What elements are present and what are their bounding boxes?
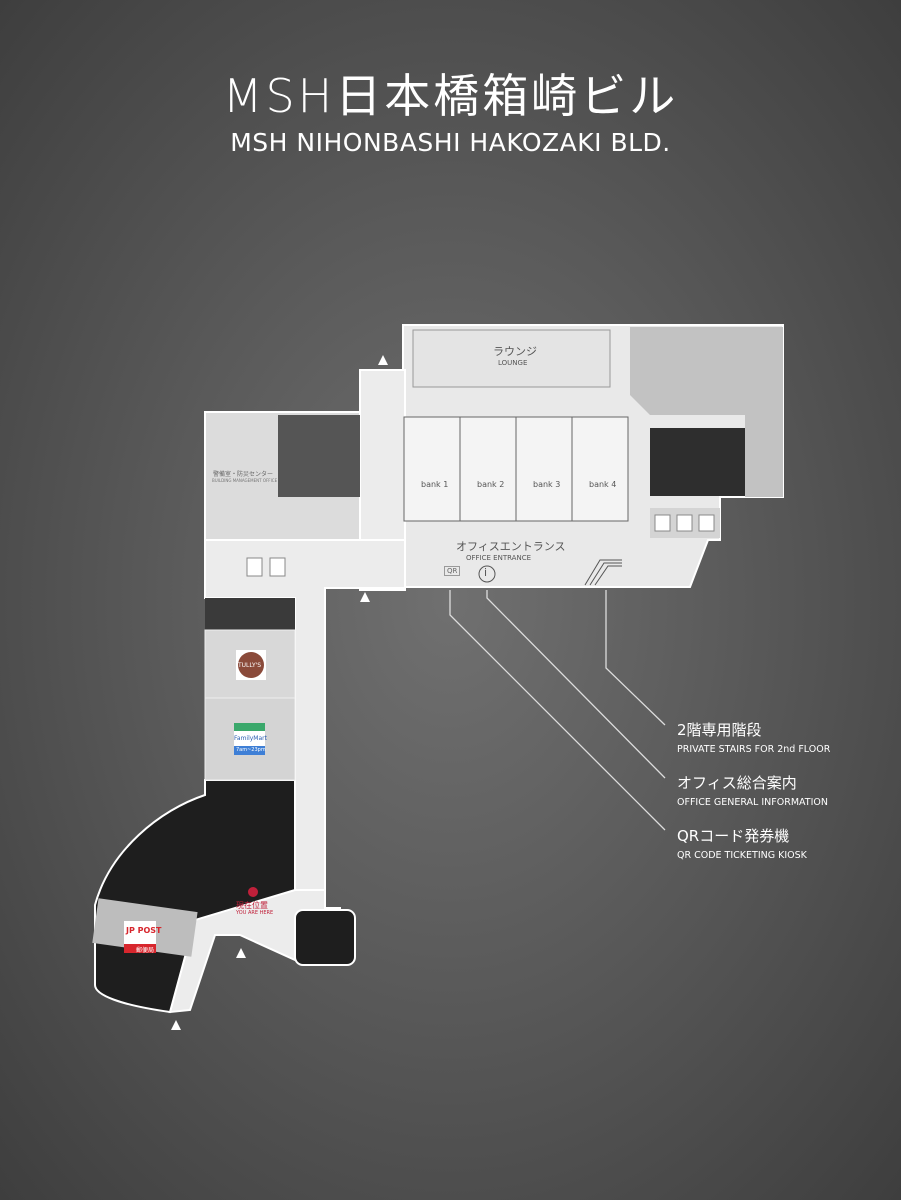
male-restroom-icon — [676, 514, 693, 532]
stairs-block — [294, 909, 356, 966]
right-gray-block — [630, 327, 783, 497]
building-title-en: MSH NIHONBASHI HAKOZAKI BLD. — [230, 128, 671, 157]
lounge-label-ja: ラウンジ — [493, 345, 537, 358]
legend-label-en: QR CODE TICKETING KIOSK — [677, 850, 807, 861]
stairs-icon — [584, 559, 622, 586]
elevator-bank-label: bank 2 — [477, 480, 505, 489]
familymart-hours: 7am~23pm — [236, 747, 266, 753]
post-office-area — [94, 779, 296, 1014]
building-title-ja: MSH日本橋箱崎ビル — [222, 69, 679, 123]
entrance-arrow-icon — [171, 1020, 181, 1030]
leader-line-stairs — [605, 590, 666, 726]
elevator-bank-label: bank 4 — [589, 480, 617, 489]
info-icon-circle — [478, 565, 496, 583]
leader-line-qr — [449, 590, 666, 831]
elevator-bank-label: bank 3 — [533, 480, 561, 489]
entrance-arrow-icon — [236, 948, 246, 958]
entrance-arrow-icon — [360, 592, 370, 602]
lounge-label-en: LOUNGE — [498, 359, 528, 367]
elevator-bank-3 — [515, 416, 573, 522]
legend-label-ja: オフィス総合案内 — [677, 774, 797, 792]
legend-label-en: OFFICE GENERAL INFORMATION — [677, 797, 828, 808]
elevator-bank-2 — [459, 416, 517, 522]
legend-label-en: PRIVATE STAIRS FOR 2nd FLOOR — [677, 744, 831, 755]
qr-kiosk-icon: QR — [444, 566, 461, 576]
office-entrance-label-ja: オフィスエントランス — [456, 540, 566, 553]
legend-label-ja: QRコード発券機 — [677, 827, 790, 845]
store-dark — [205, 598, 295, 630]
leader-line-info — [486, 590, 666, 779]
info-icon: i — [484, 566, 488, 579]
restroom-icon — [246, 557, 263, 577]
tullys-label: TULLY'S — [238, 662, 262, 669]
legend-label-ja: 2階専用階段 — [677, 721, 762, 739]
elevator-bank-4 — [571, 416, 629, 522]
elevator-bank-label: bank 1 — [421, 480, 449, 489]
legend-item-qr: QRコード発券機 QR CODE TICKETING KIOSK — [677, 825, 807, 861]
japan-post-label: JP POST — [126, 926, 162, 935]
management-office-label-en: BUILDING MANAGEMENT OFFICE — [212, 478, 278, 483]
post-office-label: 郵便局 — [136, 947, 155, 954]
entrance-arrow-icon — [378, 355, 388, 365]
dark-block — [278, 415, 360, 497]
you-are-here-marker — [248, 887, 258, 897]
management-office-label-ja: 警備室・防災センター — [213, 471, 274, 478]
legend-item-info: オフィス総合案内 OFFICE GENERAL INFORMATION — [677, 772, 828, 808]
restroom-icon — [269, 557, 286, 577]
familymart-label: FamilyMart — [234, 735, 267, 742]
female-restroom-icon — [698, 514, 715, 532]
you-are-here-label-en: YOU ARE HERE — [236, 910, 274, 916]
lounge-area — [412, 329, 611, 388]
you-are-here-label-ja: 現在位置 — [236, 901, 268, 910]
legend-item-stairs: 2階専用階段 PRIVATE STAIRS FOR 2nd FLOOR — [677, 719, 830, 755]
dark-room — [650, 428, 745, 496]
elevator-bank-1 — [403, 416, 461, 522]
accessible-restroom-icon — [654, 514, 671, 532]
office-entrance-label-en: OFFICE ENTRANCE — [466, 554, 532, 562]
